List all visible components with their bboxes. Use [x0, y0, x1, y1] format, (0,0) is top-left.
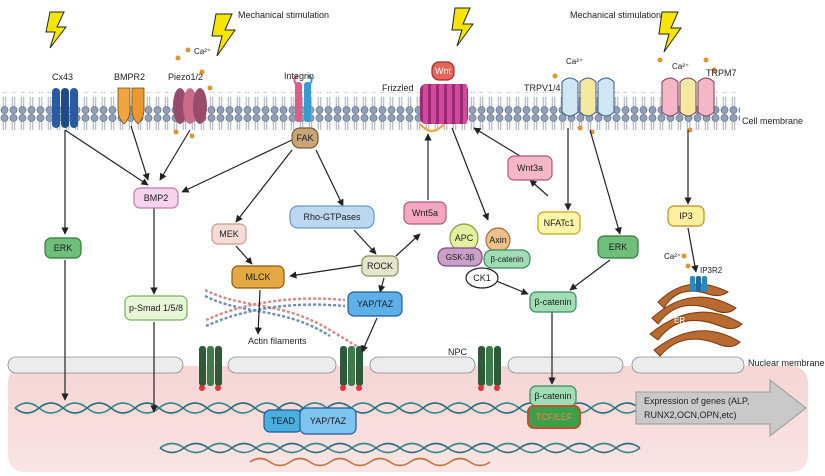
gene-expression-arrow — [635, 378, 807, 438]
nfatc1-node: NFATc1 — [543, 218, 575, 228]
lightning-bolt-icon — [658, 11, 682, 53]
pathway-arrows — [61, 125, 699, 413]
er-label: ER — [674, 316, 686, 325]
ip3r2-label: IP3R2 — [700, 266, 723, 275]
wnt5a-node: Wnt5a — [411, 208, 438, 218]
npc-pore-1 — [199, 346, 222, 391]
node-shapes — [44, 61, 705, 435]
bmpr2-label: BMPR2 — [114, 72, 146, 82]
endoplasmic-reticulum — [649, 283, 743, 357]
calcium-label: Ca²⁺ — [672, 62, 690, 71]
bmpr2-receptor — [117, 87, 145, 125]
npc-pore-2 — [340, 346, 363, 391]
piezo-label: Piezo1/2 — [168, 72, 204, 82]
actin-filaments-label: Actin filaments — [248, 336, 307, 346]
calcium-label: Ca²⁺ — [566, 57, 584, 66]
trpm7-channel — [661, 77, 715, 117]
gsk3b-node: GSK-3β — [445, 252, 475, 262]
axin-node: Axin — [489, 235, 507, 245]
gene-expression-line2: RUNX2,OCN,OPN,etc) — [644, 410, 737, 420]
rho-gtpases-node: Rho-GTPases — [303, 212, 361, 222]
yap-taz-nuclear-node: YAP/TAZ — [309, 416, 347, 426]
integrin-label: Integrin — [284, 71, 315, 81]
integrin-receptor — [293, 75, 313, 122]
beta-catenin-node: β-catenin — [534, 297, 572, 307]
beta-catenin-nuclear-node: β-catenin — [534, 391, 572, 401]
nuclear-membrane — [7, 356, 745, 374]
gene-expression-line1: Expression of genes (ALP, — [644, 396, 750, 406]
cx43-channel — [52, 88, 78, 128]
ip3r2-receptor — [690, 276, 707, 292]
lightning-bolt-icon — [451, 7, 474, 47]
mechanical-stimulation-label: Mechanical stimulation — [238, 10, 330, 20]
trpv-label: TRPV1/4 — [524, 83, 561, 93]
erk-node-right: ERK — [608, 242, 628, 252]
npc-pore-3 — [478, 346, 501, 391]
bmp2-node: BMP2 — [143, 193, 169, 203]
ip3-node: IP3 — [679, 211, 693, 221]
frizzled-receptor — [419, 84, 468, 132]
ck1-node: CK1 — [473, 273, 491, 283]
nuclear-membrane-label: Nuclear membrane — [748, 358, 825, 368]
mlck-node: MLCK — [245, 272, 271, 282]
rock-node: ROCK — [366, 261, 393, 271]
piezo-channel — [173, 88, 207, 124]
erk-node-left: ERK — [53, 243, 73, 253]
frizzled-label: Frizzled — [382, 83, 414, 93]
nucleus-region — [8, 366, 808, 472]
cell-membrane — [0, 92, 740, 130]
calcium-label: Ca²⁺ — [194, 47, 212, 56]
calcium-label: Ca²⁺ — [664, 252, 682, 261]
npc-label: NPC — [448, 347, 468, 357]
lightning-bolt-icon — [211, 13, 236, 57]
apc-node: APC — [454, 233, 474, 243]
p-smad-node: p-Smad 1/5/8 — [128, 303, 184, 313]
tead-node: TEAD — [270, 416, 295, 426]
mek-node: MEK — [219, 229, 239, 239]
fak-node: FAK — [296, 133, 314, 143]
tcf-lef-node: TCF/LEF — [535, 412, 573, 422]
beta-catenin-complex-node: β-catenin — [490, 254, 524, 264]
mechanical-stimulation-label: Mechanical stimulation — [570, 10, 662, 20]
cx43-label: Cx43 — [52, 72, 74, 82]
lightning-bolt-icon — [45, 11, 68, 49]
trpm7-label: TRPM7 — [706, 68, 737, 78]
yap-taz-node: YAP/TAZ — [356, 299, 394, 309]
trpv-channel — [561, 77, 615, 117]
wnt-node: Wnt — [434, 66, 451, 76]
wnt3a-node: Wnt3a — [516, 163, 543, 173]
cell-membrane-label: Cell membrane — [742, 116, 804, 126]
